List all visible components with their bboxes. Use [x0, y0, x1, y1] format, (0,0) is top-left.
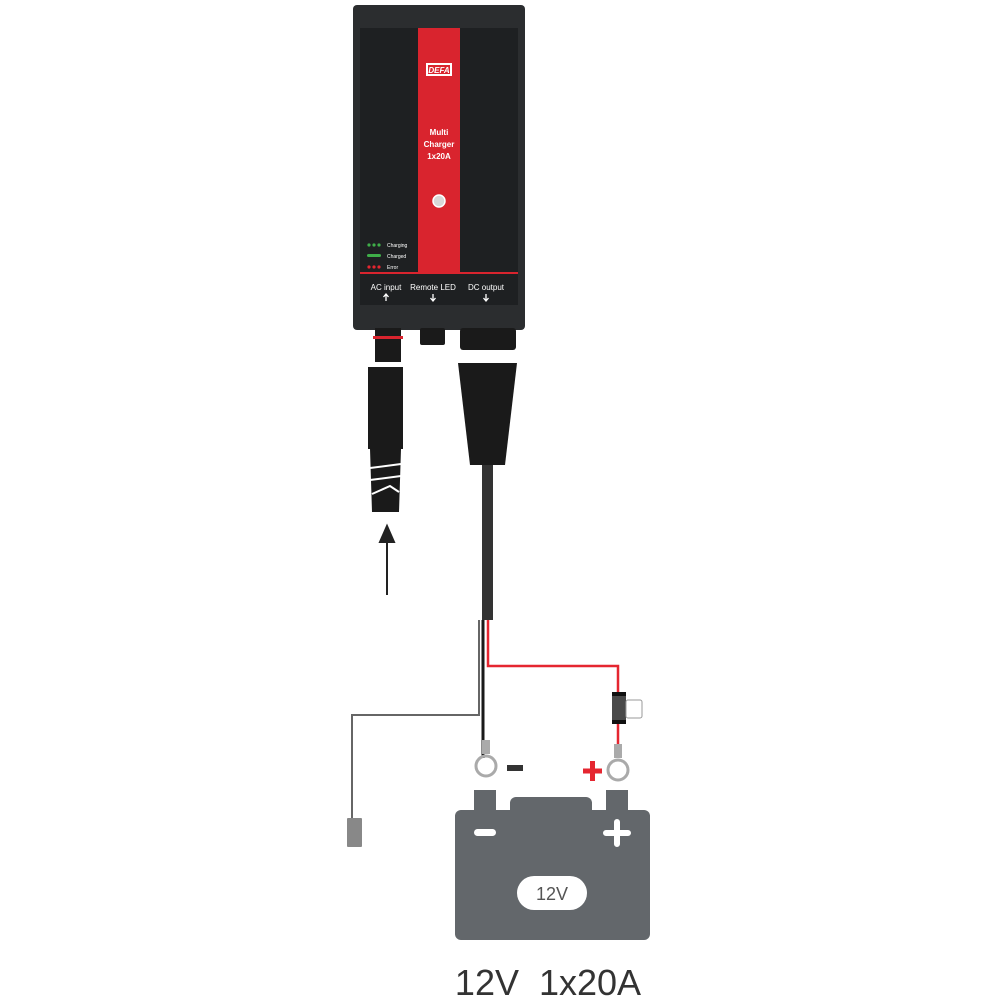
svg-text:DEFA: DEFA	[428, 66, 450, 75]
remote-led-socket	[420, 328, 445, 345]
insert-arrow-icon	[378, 523, 396, 595]
charged-led-icon	[367, 254, 381, 257]
dc-plug	[458, 363, 517, 465]
defa-logo: DEFA	[426, 63, 452, 76]
model-line-2: Charger	[424, 140, 455, 149]
legend-charging: Charging	[387, 243, 408, 249]
dc-socket	[460, 328, 516, 350]
legend-error: Error	[387, 265, 398, 271]
charger-unit: DEFA Multi Charger 1x20A Charging Charge…	[353, 5, 525, 330]
caption: 12V 1x20A	[455, 962, 641, 1000]
negative-ring-terminal[interactable]	[474, 740, 498, 778]
ac-plug	[368, 367, 403, 512]
arrow-up-icon	[383, 292, 389, 301]
positive-wire	[486, 620, 620, 745]
arrow-down-icon	[430, 294, 436, 303]
arrow-down-icon	[483, 294, 489, 303]
led-legend: Charging Charged Error	[367, 243, 408, 271]
remote-button[interactable]	[432, 194, 446, 208]
minus-icon	[507, 765, 523, 771]
sensor-wire	[351, 620, 480, 820]
fuse-holder	[612, 692, 643, 724]
error-led-icon	[367, 265, 371, 269]
ac-socket	[373, 328, 403, 362]
model-line-3: 1x20A	[427, 152, 451, 161]
positive-ring-terminal[interactable]	[606, 744, 630, 782]
battery-voltage: 12V	[536, 884, 568, 904]
port-label-remote: Remote LED	[410, 283, 456, 292]
plus-icon	[583, 761, 602, 781]
charging-led-icon	[367, 243, 371, 247]
battery-minus-icon	[474, 829, 496, 836]
dc-cable	[482, 465, 493, 620]
battery: 12V	[455, 790, 650, 940]
legend-charged: Charged	[387, 254, 406, 260]
battery-plus-icon	[603, 819, 631, 847]
model-line-1: Multi	[430, 128, 449, 137]
temperature-sensor	[347, 818, 362, 847]
port-label-ac: AC input	[371, 283, 402, 292]
port-label-dc: DC output	[468, 283, 505, 292]
